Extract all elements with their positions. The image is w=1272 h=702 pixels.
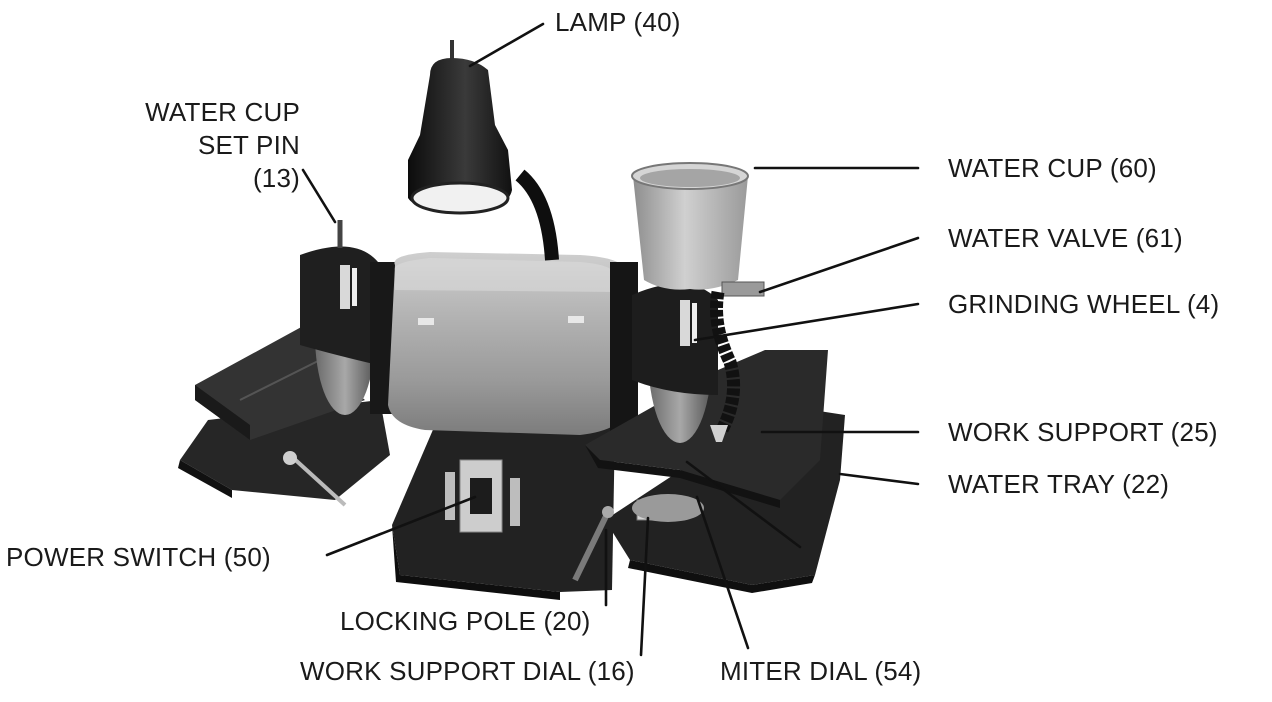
label-locking-pole: LOCKING POLE (20): [340, 606, 591, 636]
locking-pole: [572, 510, 611, 582]
label-work-support-dial: WORK SUPPORT DIAL (16): [300, 656, 635, 686]
right-grinding-wheel: [632, 267, 718, 443]
leader-lines: [301, 22, 920, 657]
label-water-valve: WATER VALVE (61): [948, 223, 1183, 253]
label-work-support: WORK SUPPORT (25): [948, 417, 1218, 447]
label-water-cup-set-pin-line1: WATER CUP: [145, 97, 300, 127]
label-water-cup: WATER CUP (60): [948, 153, 1157, 183]
water-cup: [631, 162, 749, 290]
label-lamp: LAMP (40): [555, 7, 681, 37]
lamp-gooseneck: [515, 169, 559, 261]
lamp-shade: [408, 40, 512, 215]
label-grinding-wheel: GRINDING WHEEL (4): [948, 289, 1220, 319]
label-water-cup-set-pin-line3: (13): [252, 163, 300, 193]
left-grinding-wheel: [300, 246, 378, 415]
label-power-switch: POWER SWITCH (50): [6, 542, 271, 572]
left-handle: [288, 453, 347, 507]
pedestal-base: [392, 425, 615, 600]
coolant-hose: [710, 290, 741, 433]
water-valve: [721, 281, 765, 297]
left-handle-knob: [283, 451, 297, 465]
power-switch: [445, 459, 520, 533]
locking-pole-knob: [602, 506, 614, 518]
miter-dial: [632, 494, 704, 522]
motor-housing: [370, 252, 638, 435]
label-water-cup-set-pin-line2: SET PIN: [197, 130, 300, 160]
label-water-tray: WATER TRAY (22): [948, 469, 1170, 499]
coolant-nozzle: [710, 425, 728, 442]
label-miter-dial: MITER DIAL (54): [720, 656, 922, 686]
right-work-support: [585, 350, 828, 508]
